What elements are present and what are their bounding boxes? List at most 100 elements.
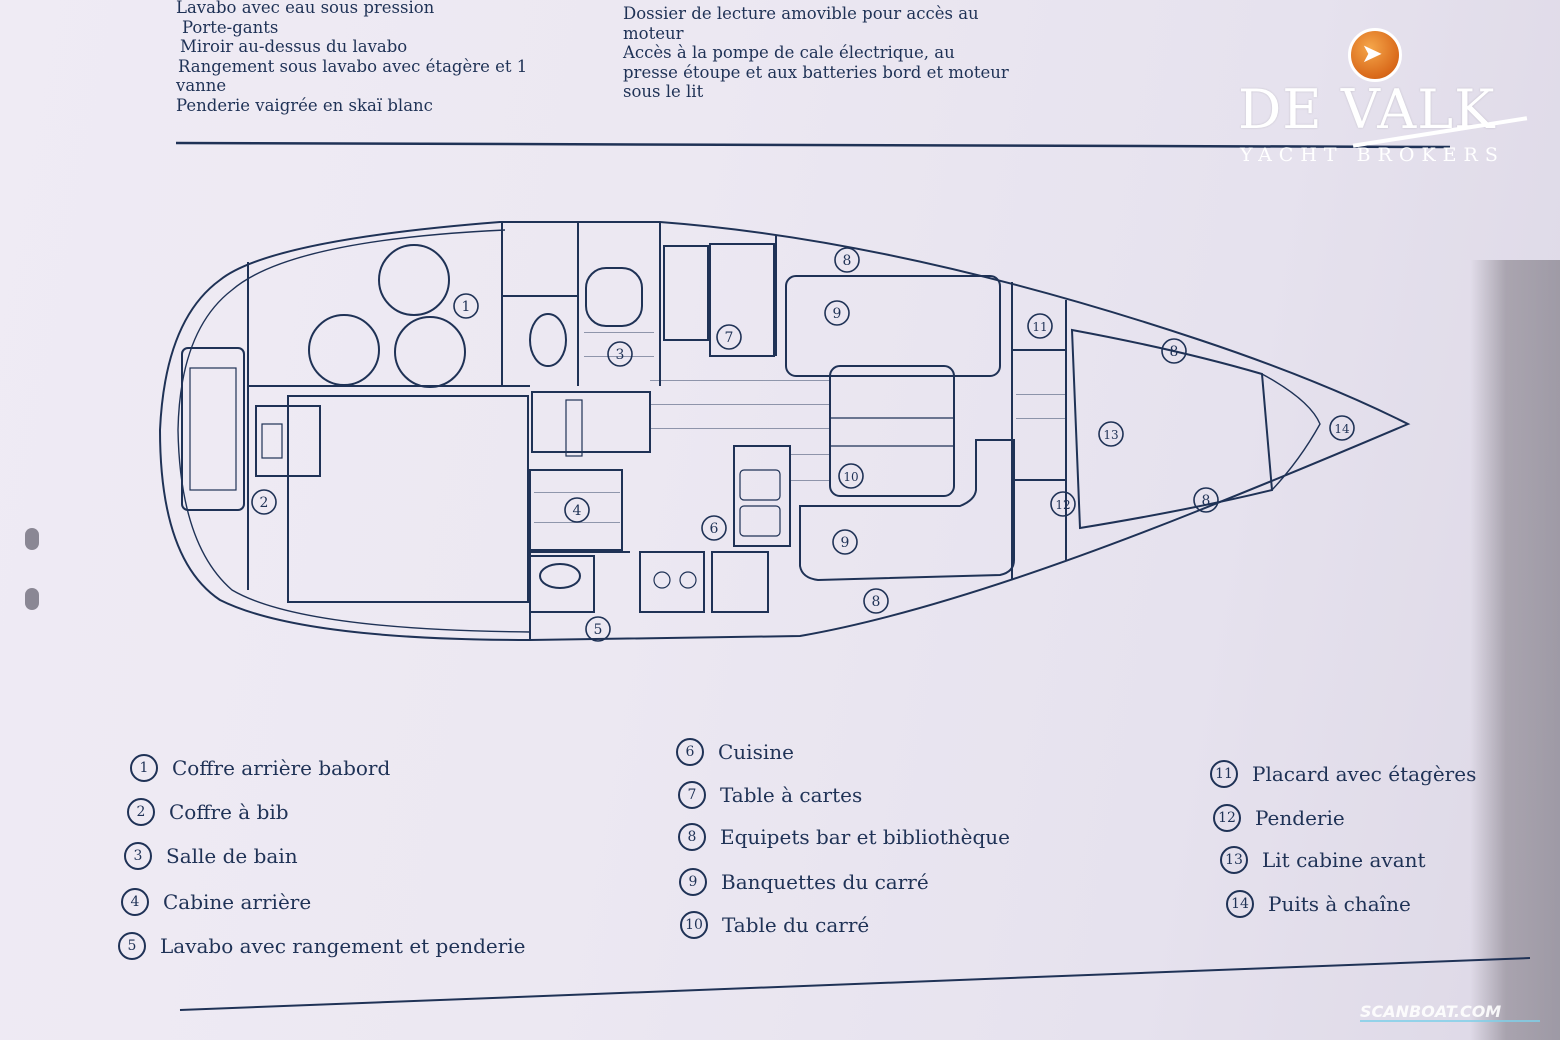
legend-label: Table à cartes [720, 783, 863, 807]
legend-number: 10 [680, 911, 708, 939]
legend-label: Equipets bar et bibliothèque [720, 825, 1010, 849]
legend-label: Coffre arrière babord [172, 756, 391, 780]
plan-marker-number: 8 [872, 594, 881, 610]
galley-counter [711, 551, 769, 613]
plan-marker-number: 11 [1032, 320, 1047, 334]
plan-marker-circle [701, 515, 727, 541]
helm-console-inner [261, 423, 283, 459]
legend-item: 11 Placard avec étagères [1210, 760, 1476, 788]
plan-marker-circle [838, 463, 864, 489]
locker-hatch [308, 314, 380, 386]
plank-line [650, 404, 830, 405]
plan-marker-circle [1098, 421, 1124, 447]
plan-marker-number: 8 [843, 253, 852, 269]
legend-label: Puits à chaîne [1268, 892, 1411, 916]
plan-marker-number: 5 [594, 622, 603, 638]
bottom-divider [179, 957, 1531, 1011]
plan-marker-circle [824, 300, 850, 326]
plan-marker-circle [251, 489, 277, 515]
text-line: presse étoupe et aux batteries bord et m… [623, 62, 1009, 82]
legend-number: 6 [676, 738, 704, 766]
plan-marker-number: 2 [260, 495, 269, 511]
plan-marker-circle [832, 529, 858, 555]
chart-table [709, 243, 775, 357]
logo-name: DE VALK [1238, 78, 1496, 141]
locker-hatch [378, 244, 450, 316]
starboard-settee [785, 275, 1001, 377]
plan-marker-number: 9 [841, 535, 850, 551]
plan-marker-circle [1193, 487, 1219, 513]
toilet [585, 267, 643, 327]
burner [653, 571, 671, 589]
legend-item: 13 Lit cabine avant [1220, 846, 1426, 874]
plan-marker-circle [1027, 313, 1053, 339]
plan-marker-number: 9 [833, 306, 842, 322]
legend-label: Lavabo avec rangement et penderie [160, 934, 526, 958]
legend-number: 11 [1210, 760, 1238, 788]
legend-label: Banquettes du carré [721, 870, 929, 894]
legend-label: Placard avec étagères [1252, 762, 1477, 786]
hawk-emblem-icon: ➤ [1348, 28, 1402, 82]
step [565, 399, 583, 457]
plank-line [790, 480, 830, 481]
plank-line [650, 428, 830, 429]
plank-line [790, 454, 830, 455]
legend-label: Cuisine [718, 740, 794, 764]
aft-bunk [287, 395, 529, 603]
plank-line [584, 332, 654, 333]
text-line: Lavabo avec eau sous pression [176, 0, 435, 17]
table-edge [1470, 260, 1560, 1040]
text-line: Dossier de lecture amovible pour accès a… [623, 4, 979, 23]
text-line: Penderie vaigrée en skaï blanc [176, 95, 433, 115]
saloon-table [829, 365, 955, 497]
text-line: Miroir au-dessus du lavabo [180, 37, 408, 56]
legend-item: 2 Coffre à bib [127, 798, 289, 826]
legend-number: 14 [1226, 890, 1254, 918]
plan-marker-number: 13 [1103, 428, 1118, 442]
legend-item: 14 Puits à chaîne [1226, 890, 1411, 918]
plan-marker-circle [863, 588, 889, 614]
legend-number: 4 [121, 888, 149, 916]
legend-number: 2 [127, 798, 155, 826]
transom-seat [181, 347, 245, 511]
legend-item: 10 Table du carré [680, 911, 869, 939]
transom-seat-inner [189, 367, 237, 491]
legend-number: 3 [124, 842, 152, 870]
legend-label: Lit cabine avant [1262, 848, 1426, 872]
legend-number: 7 [678, 781, 706, 809]
binder-ring [25, 528, 39, 550]
text-line: Rangement sous lavabo avec étagère et 1 [178, 56, 528, 76]
plank-line [1016, 418, 1066, 419]
chart-table-seat [663, 245, 709, 341]
legend-number: 1 [130, 754, 158, 782]
legend-number: 13 [1220, 846, 1248, 874]
floor-planking [534, 332, 1066, 523]
bathroom-features-text: Lavabo avec eau sous pression Porte-gant… [176, 0, 527, 115]
locker-hatch [394, 316, 466, 388]
plan-marker-circle [834, 247, 860, 273]
stove [639, 551, 705, 613]
legend-item: 3 Salle de bain [124, 842, 298, 870]
text-line: moteur [623, 23, 684, 43]
cabin-features-text: Dossier de lecture amovible pour accès a… [623, 4, 1009, 102]
binder-ring [25, 588, 39, 610]
watermark-wave [1360, 1020, 1540, 1022]
plan-marker-circle [564, 497, 590, 523]
aft-washbasin-unit [529, 555, 595, 613]
plan-marker-number: 10 [843, 470, 858, 484]
scanboat-watermark: SCANBOAT.COM [1360, 1002, 1502, 1021]
legend-label: Penderie [1255, 806, 1345, 830]
legend-label: Salle de bain [166, 844, 298, 868]
aft-washbasin [539, 563, 581, 589]
legend-label: Table du carré [722, 913, 870, 937]
legend-number: 5 [118, 932, 146, 960]
legend-label: Cabine arrière [163, 890, 312, 914]
legend-label: Coffre à bib [169, 800, 289, 824]
legend-item: 7 Table à cartes [678, 781, 862, 809]
plan-marker-number: 4 [573, 503, 582, 519]
